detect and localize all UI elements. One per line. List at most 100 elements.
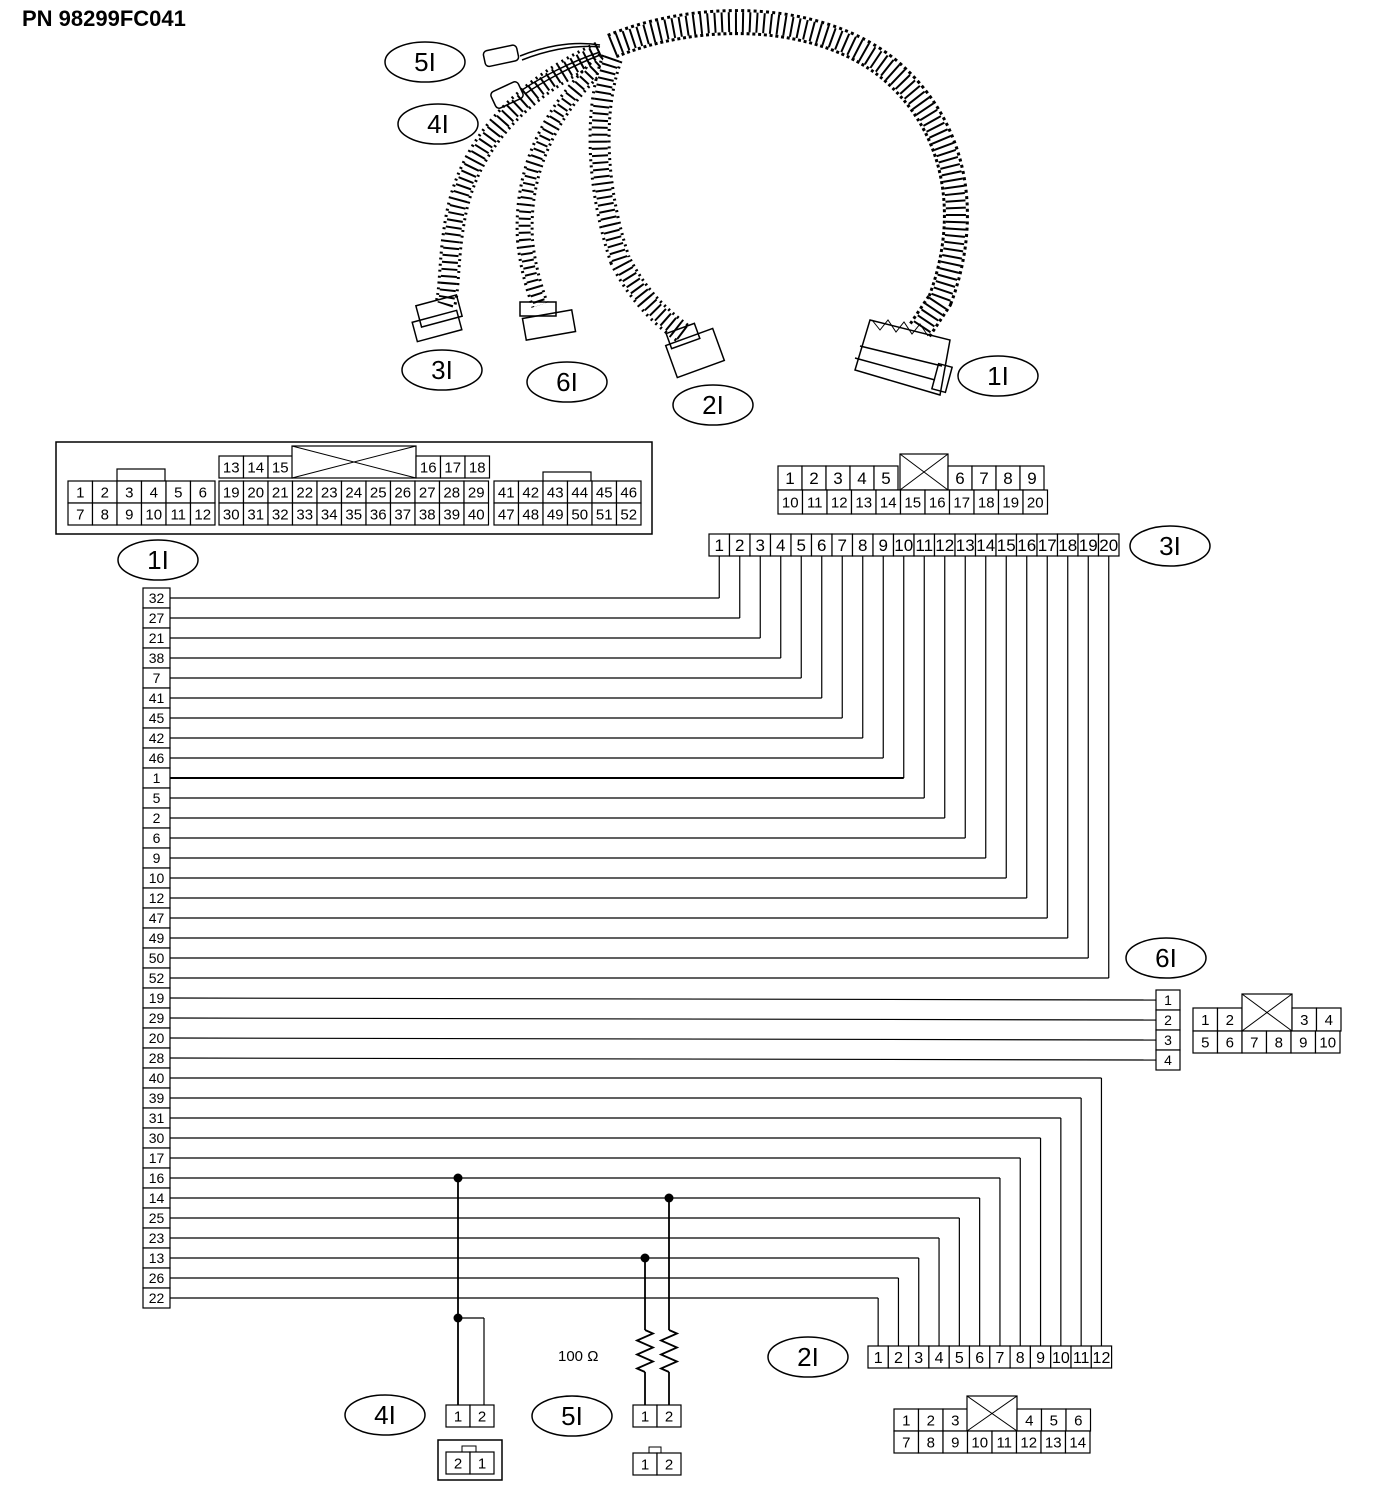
pin-3i-face: 14	[880, 494, 897, 511]
callout-2i-label: 2I	[797, 1342, 819, 1372]
pin-cell	[615, 502, 642, 526]
callout-1i	[117, 539, 199, 581]
pin-1i-face: 41	[498, 484, 515, 501]
part-number-title: PN 98299FC041	[22, 6, 186, 31]
pin-1i-face: 14	[247, 459, 264, 476]
pin-4i: 1	[454, 1408, 462, 1425]
pin-3i-face: 11	[807, 494, 823, 511]
pin-3i: 7	[838, 536, 847, 555]
blank-cross	[966, 1395, 1018, 1432]
pin-1i: 52	[149, 970, 165, 986]
pin-4i-plug: 2	[454, 1455, 462, 1472]
callout-4i-top-label: 4I	[427, 109, 449, 139]
pin-1i-face: 35	[345, 506, 362, 523]
pin-1i: 20	[149, 1030, 165, 1046]
pin-1i: 32	[149, 590, 165, 606]
pin-3i-face: 19	[1002, 494, 1019, 511]
pin-1i-face: 20	[247, 484, 264, 501]
pin-3i-face: 8	[1003, 469, 1012, 488]
pin-2i: 6	[975, 1350, 984, 1367]
pin-1i-face: 48	[522, 506, 539, 523]
pin-cell	[777, 489, 804, 515]
pin-6i: 1	[1164, 992, 1172, 1008]
pin-2i-face: 12	[1020, 1434, 1037, 1451]
callout-4i	[344, 1394, 426, 1436]
callout-3i-top	[401, 349, 483, 391]
pin-1i: 25	[149, 1210, 165, 1226]
pin-6i-face: 8	[1275, 1034, 1283, 1051]
pin-6i: 4	[1164, 1052, 1172, 1068]
pin-1i-face: 16	[420, 459, 437, 476]
pin-1i-face: 37	[394, 506, 411, 523]
callout-6i-top	[526, 361, 608, 403]
callout-5i-top-label: 5I	[414, 47, 436, 77]
pin-3i-face: 9	[1027, 469, 1036, 488]
pin-2i-face: 1	[902, 1412, 910, 1429]
pin-1i-face: 50	[571, 506, 588, 523]
pin-6i-face: 1	[1201, 1012, 1209, 1029]
pin-1i: 9	[153, 850, 161, 866]
wire-1i-6i	[169, 1057, 1157, 1061]
pin-1i: 21	[149, 630, 165, 646]
pin-1i: 31	[149, 1110, 165, 1126]
pin-1i-face: 38	[419, 506, 436, 523]
callout-2i-top-label: 2I	[702, 390, 724, 420]
pin-1i-face: 24	[345, 484, 362, 501]
pin-1i: 47	[149, 910, 165, 926]
pin-1i: 46	[149, 750, 165, 766]
pin-6i-face: 9	[1299, 1034, 1307, 1051]
pin-6i: 3	[1164, 1032, 1172, 1048]
pin-2i-face: 14	[1069, 1434, 1086, 1451]
pin-1i-face: 8	[101, 506, 109, 523]
pin-3i: 12	[935, 536, 954, 555]
pin-1i-face: 12	[194, 506, 211, 523]
pin-3i: 9	[879, 536, 888, 555]
pin-1i-face: 30	[223, 506, 240, 523]
pin-cell	[973, 489, 1000, 515]
latch	[648, 1446, 662, 1454]
harness-illustration	[411, 9, 969, 396]
wire-1i-6i	[169, 1017, 1157, 1021]
pin-1i-face: 36	[370, 506, 387, 523]
pin-cell	[656, 1452, 682, 1476]
pin-1i-face: 13	[223, 459, 240, 476]
pin-6i-face: 3	[1300, 1012, 1308, 1029]
pin-4i-plug: 1	[478, 1455, 486, 1472]
callout-6i-label: 6I	[1155, 943, 1177, 973]
pin-1i: 13	[149, 1250, 165, 1266]
pin-1i: 42	[149, 730, 165, 746]
pin-1i-face: 6	[199, 484, 207, 501]
pin-1i: 49	[149, 930, 165, 946]
pin-1i: 40	[149, 1070, 165, 1086]
pin-6i-face: 2	[1226, 1012, 1234, 1029]
callout-1i-label: 1I	[147, 545, 169, 575]
pin-1i-face: 25	[370, 484, 387, 501]
pin-2i: 8	[1016, 1350, 1025, 1367]
pin-1i-face: 51	[596, 506, 613, 523]
pin-1i-face: 7	[76, 506, 84, 523]
pin-1i-face: 18	[469, 459, 486, 476]
pin-1i: 1	[153, 770, 161, 786]
pin-1i-face: 33	[296, 506, 313, 523]
callout-6i	[1125, 937, 1207, 979]
pin-3i-face: 7	[979, 469, 988, 488]
pin-cell	[189, 502, 216, 526]
pin-3i-face: 13	[855, 494, 872, 511]
pin-3i: 10	[894, 536, 913, 555]
pin-2i-face: 6	[1074, 1412, 1082, 1429]
pin-3i: 16	[1017, 536, 1036, 555]
pin-1i-face: 47	[498, 506, 515, 523]
pin-1i-face: 27	[419, 484, 436, 501]
pin-1i-face: 45	[596, 484, 613, 501]
resistor-zigzag	[634, 1329, 656, 1373]
callout-5i-top	[384, 41, 466, 83]
harness-trunk-1i	[607, 9, 969, 338]
pin-1i: 29	[149, 1010, 165, 1026]
pin-1i-face: 4	[150, 484, 158, 501]
pin-3i-face: 18	[978, 494, 995, 511]
latch	[116, 468, 166, 482]
pin-1i-face: 9	[125, 506, 133, 523]
pin-3i: 5	[797, 536, 806, 555]
pin-3i: 19	[1079, 536, 1098, 555]
blank-cross	[291, 445, 417, 479]
